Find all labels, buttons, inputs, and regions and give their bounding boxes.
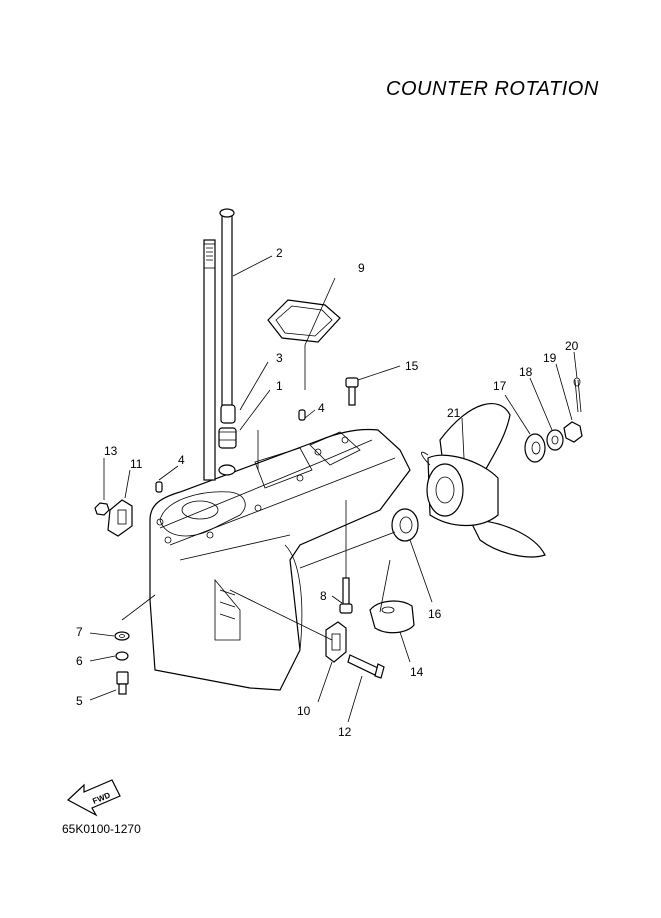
callout-15: 15 xyxy=(405,359,419,373)
fwd-arrow-icon: FWD xyxy=(66,779,121,817)
nut-19 xyxy=(563,421,583,443)
callout-5: 5 xyxy=(76,694,83,708)
gasket xyxy=(267,299,341,343)
leader-lines xyxy=(89,255,578,723)
callout-7: 7 xyxy=(76,625,83,639)
bolt-8 xyxy=(339,500,353,614)
callout-16: 16 xyxy=(428,607,442,621)
diagram-title: COUNTER ROTATION xyxy=(386,78,599,100)
propeller-21 xyxy=(421,402,546,558)
spacer-17 xyxy=(524,433,546,463)
bushing-parts xyxy=(218,404,237,476)
bolt-5-washers xyxy=(114,631,130,695)
callout-19: 19 xyxy=(543,351,557,365)
lower-casing xyxy=(149,428,411,691)
screw-12 xyxy=(347,654,385,679)
cotter-pin-20 xyxy=(573,377,582,413)
trim-tab-14 xyxy=(369,600,415,634)
anode-10 xyxy=(325,621,347,663)
dowel-pin xyxy=(298,409,306,421)
callout-14: 14 xyxy=(410,665,424,679)
drive-shafts xyxy=(203,208,235,481)
callout-17: 17 xyxy=(493,379,507,393)
callout-13: 13 xyxy=(104,444,118,458)
callout-21: 21 xyxy=(447,406,461,420)
callout-18: 18 xyxy=(519,365,533,379)
callout-10: 10 xyxy=(297,704,311,718)
bolt-15 xyxy=(345,377,359,406)
callout-2: 2 xyxy=(276,246,283,260)
callout-6: 6 xyxy=(76,654,83,668)
nut-13 xyxy=(94,502,110,516)
callout-9: 9 xyxy=(358,261,365,275)
callout-4a: 4 xyxy=(178,453,185,467)
callout-11: 11 xyxy=(130,457,143,471)
callout-4b: 4 xyxy=(318,401,325,415)
washer-18 xyxy=(546,429,564,451)
dowel-pin xyxy=(155,481,163,493)
callout-20: 20 xyxy=(565,339,579,353)
thrust-washer-16 xyxy=(391,508,419,542)
callout-1: 1 xyxy=(276,379,283,393)
diagram-code: 65K0100-1270 xyxy=(62,822,141,836)
anode-11 xyxy=(107,499,133,537)
callout-3: 3 xyxy=(276,351,283,365)
callout-8: 8 xyxy=(320,589,327,603)
callout-12: 12 xyxy=(338,725,352,739)
